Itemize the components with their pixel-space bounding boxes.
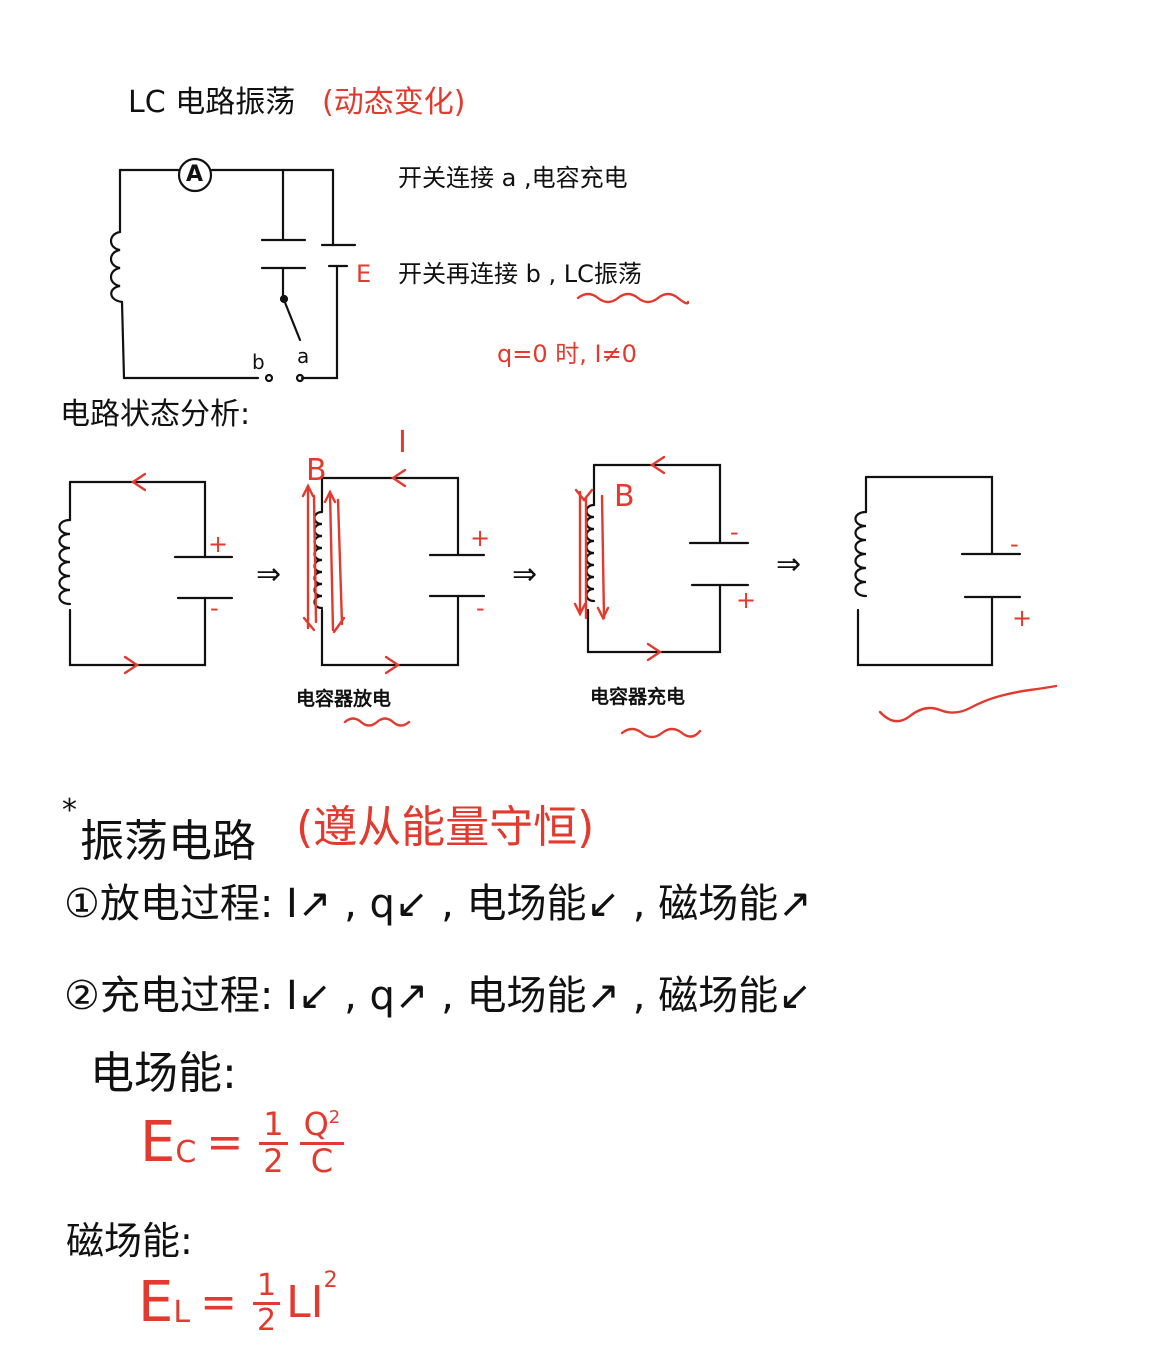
current-arrow-icon bbox=[384, 655, 401, 675]
switch-arm bbox=[282, 298, 302, 342]
terminal-a bbox=[295, 373, 305, 383]
charge-process: ②充电过程: I↙ , q↗ , 电场能↗ , 磁场能↙ bbox=[64, 973, 812, 1019]
stage-3-b-label: B bbox=[614, 479, 635, 514]
terminal-b-label: b bbox=[252, 350, 265, 374]
current-arrow-icon bbox=[123, 655, 140, 675]
charge-caption: 电容器充电 bbox=[590, 686, 686, 708]
transition-arrow-icon: ⇒ bbox=[512, 557, 538, 592]
field-arrow-icon bbox=[573, 602, 587, 617]
fraction-numerator: Q2 bbox=[299, 1105, 345, 1145]
note-line-1: 开关连接 a ,电容充电 bbox=[398, 164, 628, 192]
note-line-2: 开关再连接 b , LC振荡 bbox=[398, 260, 642, 288]
field-line bbox=[302, 616, 316, 632]
inductor-coil bbox=[585, 503, 596, 603]
field-line bbox=[600, 494, 606, 620]
switch-pivot bbox=[279, 294, 289, 304]
formula-lhs-subscript: L bbox=[173, 1295, 191, 1330]
formula-lhs-subscript: C bbox=[175, 1135, 197, 1171]
field-line bbox=[312, 494, 318, 624]
current-arrow-icon bbox=[390, 468, 407, 488]
circuit-switch-diagram bbox=[109, 168, 357, 380]
underline-squiggle bbox=[576, 292, 690, 305]
stage-3-circuit bbox=[585, 463, 750, 654]
oscillation-heading-note: (遵从能量守恒) bbox=[296, 802, 595, 853]
stage-4-minus: - bbox=[1010, 530, 1019, 558]
ammeter-label: A bbox=[186, 162, 204, 187]
field-line bbox=[332, 616, 346, 634]
stage-4-plus: + bbox=[1012, 604, 1033, 632]
stage-2-minus: - bbox=[476, 594, 485, 622]
note-line-3: q=0 时, I≠0 bbox=[497, 340, 637, 368]
battery-label: E bbox=[356, 260, 372, 288]
current-arrow-icon bbox=[130, 472, 147, 492]
formula-lhs: E bbox=[138, 1270, 174, 1335]
formula-equals: = bbox=[200, 1277, 237, 1328]
fraction-numerator: 1 bbox=[259, 1107, 288, 1145]
magnetic-energy-label: 磁场能: bbox=[66, 1219, 193, 1263]
discharge-process: ①放电过程: I↗ , q↙ , 电场能↙ , 磁场能↗ bbox=[64, 881, 812, 927]
field-line bbox=[336, 498, 344, 626]
stage-1-circuit bbox=[58, 480, 234, 667]
electric-energy-label: 电场能: bbox=[90, 1048, 237, 1099]
stage-2-i-label: I bbox=[398, 425, 407, 460]
stage-2-circuit bbox=[313, 476, 486, 667]
inductor-coil bbox=[109, 230, 124, 304]
transition-arrow-icon: ⇒ bbox=[776, 547, 802, 582]
formula-lhs: E bbox=[140, 1110, 176, 1176]
stage-1-minus: - bbox=[210, 594, 219, 622]
fraction-denominator: 2 bbox=[256, 1302, 277, 1338]
underline-squiggle bbox=[620, 727, 702, 739]
charge-symbol: Q bbox=[303, 1105, 329, 1143]
stage-2-plus: + bbox=[470, 524, 491, 552]
power-two: 2 bbox=[328, 1107, 341, 1128]
wire bbox=[300, 264, 339, 380]
stage-3-plus: + bbox=[736, 586, 757, 614]
wire bbox=[120, 300, 260, 380]
inductor-coil bbox=[58, 518, 72, 606]
analysis-heading: 电路状态分析: bbox=[60, 397, 251, 432]
page-title: LC 电路振荡 bbox=[128, 85, 296, 120]
field-arrow-icon bbox=[596, 606, 610, 621]
discharge-caption: 电容器放电 bbox=[296, 688, 392, 710]
terminal-b bbox=[264, 373, 274, 383]
page-title-note: (动态变化) bbox=[322, 85, 466, 120]
fraction-numerator: 1 bbox=[252, 1270, 281, 1305]
transition-arrow-icon: ⇒ bbox=[256, 557, 282, 592]
inductor-coil bbox=[854, 510, 868, 598]
fraction-denominator: C bbox=[310, 1141, 334, 1180]
formula-rest: LI bbox=[286, 1277, 324, 1328]
terminal-a-label: a bbox=[297, 344, 310, 368]
current-arrow-icon bbox=[649, 455, 666, 475]
formula-half: 1 2 bbox=[259, 1107, 288, 1180]
field-line bbox=[328, 490, 335, 632]
stage-1-plus: + bbox=[208, 530, 229, 558]
underline-squiggle bbox=[343, 717, 411, 727]
fraction-denominator: 2 bbox=[263, 1141, 284, 1180]
power-two: 2 bbox=[323, 1268, 338, 1293]
underline-squiggle bbox=[878, 684, 1058, 723]
oscillation-heading: 振荡电路 bbox=[80, 816, 256, 867]
field-arrow-icon bbox=[301, 483, 315, 498]
star-mark: * bbox=[62, 793, 77, 828]
stage-2-b-label: B bbox=[306, 453, 327, 488]
field-arrow-icon bbox=[323, 489, 337, 504]
field-arrow-icon bbox=[574, 488, 594, 502]
current-arrow-icon bbox=[646, 642, 663, 662]
formula-q-over-c: Q2 C bbox=[299, 1105, 345, 1180]
formula-half: 1 2 bbox=[252, 1270, 281, 1338]
formula-equals: = bbox=[206, 1117, 244, 1169]
stage-4-circuit bbox=[854, 475, 1022, 667]
ammeter-circle bbox=[177, 157, 213, 193]
stage-3-minus: - bbox=[730, 518, 739, 546]
